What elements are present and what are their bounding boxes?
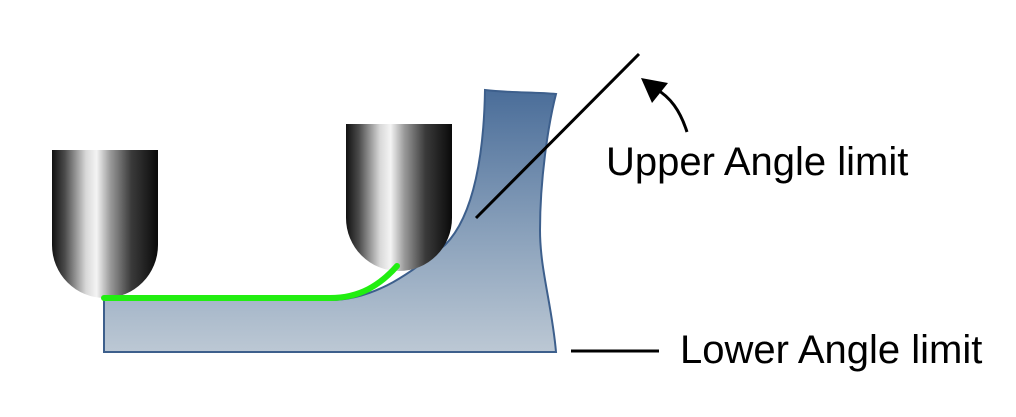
workpiece xyxy=(103,88,558,353)
ball-end-mill-icon xyxy=(346,124,452,271)
curved-arrow-icon xyxy=(641,78,689,133)
ball-end-mill-icon xyxy=(52,150,158,298)
lower-angle-limit-label: Lower Angle limit xyxy=(680,328,982,372)
toolpath xyxy=(101,263,400,301)
upper-angle-limit-line xyxy=(474,52,641,220)
upper-angle-limit-label: Upper Angle limit xyxy=(606,140,908,184)
